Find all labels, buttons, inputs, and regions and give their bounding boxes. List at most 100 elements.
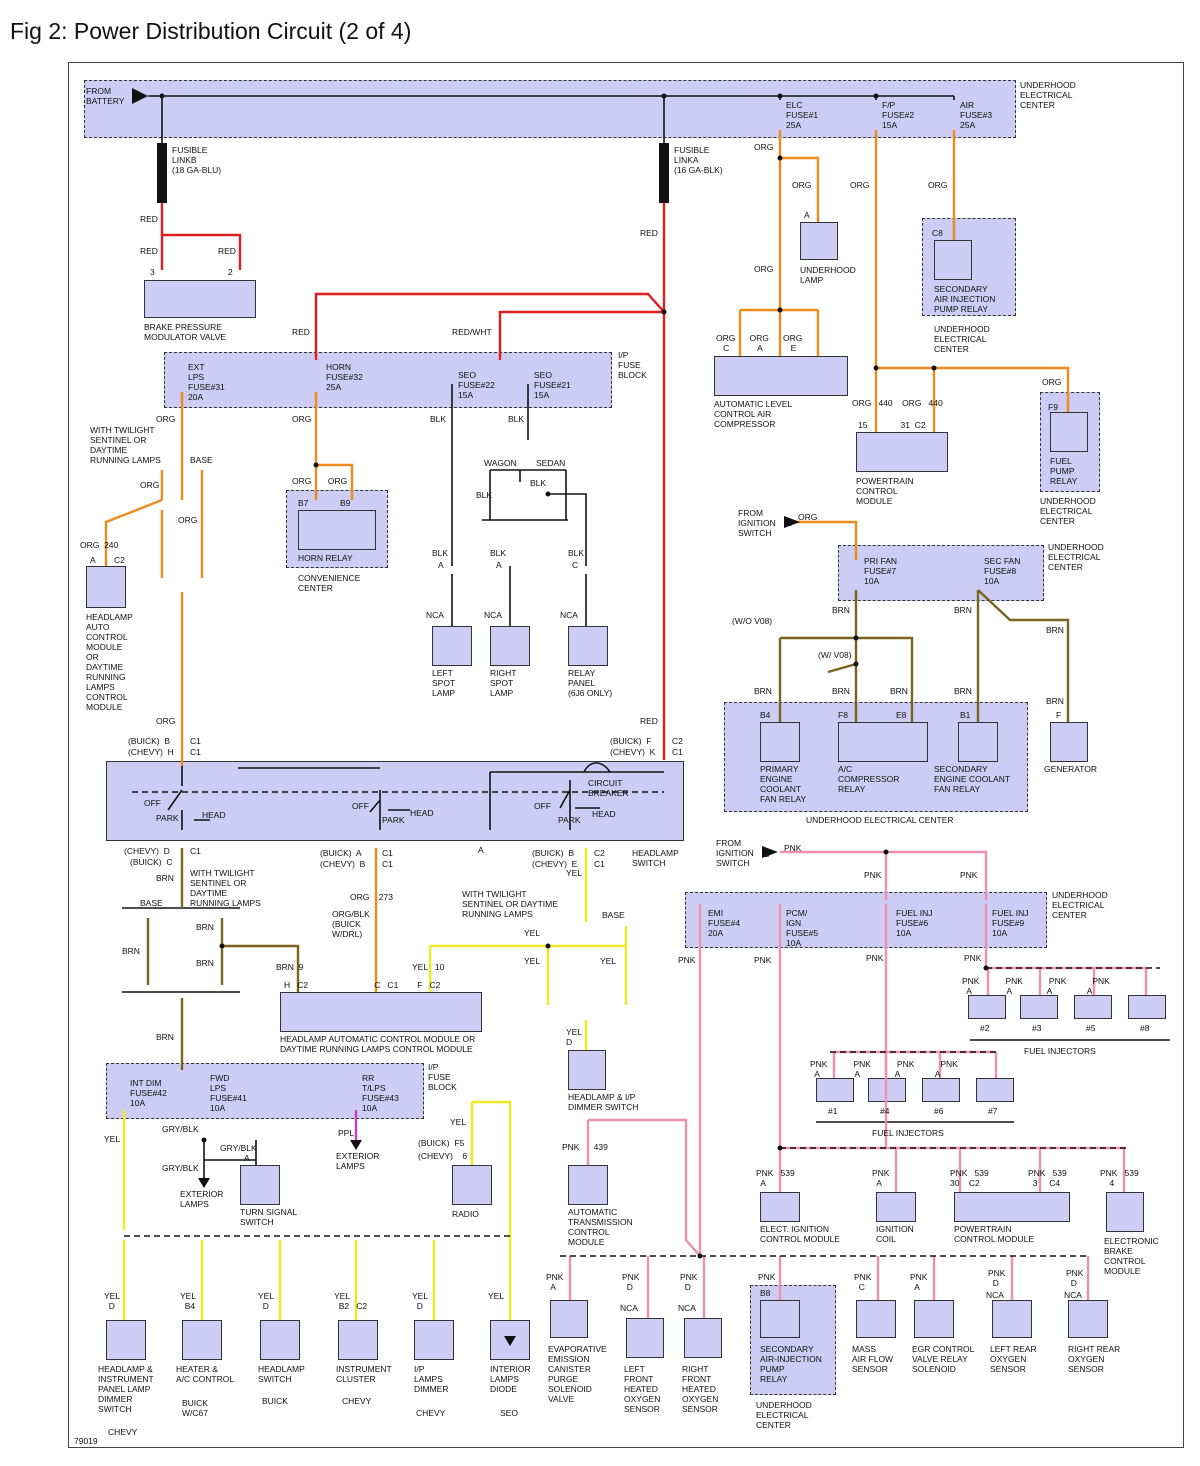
wire-color-label: BLK bbox=[430, 414, 447, 424]
injector-label: #8 bbox=[1140, 1023, 1150, 1033]
bottom-comp-label: CHEVY bbox=[416, 1408, 446, 1418]
connector-label: (BUICK) C bbox=[130, 857, 173, 867]
wire-color-label: ORG bbox=[928, 180, 948, 190]
bottom-comp-label: MASS AIR FLOW SENSOR bbox=[852, 1344, 894, 1374]
twilight-label: WITH TWILIGHT SENTINEL OR DAYTIME RUNNIN… bbox=[462, 889, 558, 919]
bottom-comp-label: BUICK bbox=[262, 1396, 288, 1406]
bottom-pin-label: PNK D bbox=[680, 1272, 698, 1292]
wire-color-label: ORG 273 bbox=[350, 892, 393, 902]
alc-label: AUTOMATIC LEVEL CONTROL AIR COMPRESSOR bbox=[714, 399, 793, 429]
injector-7 bbox=[976, 1078, 1014, 1102]
pcm2-pin-label: PNK 539 30 C2 bbox=[950, 1168, 989, 1188]
pin-label: C8 bbox=[932, 228, 943, 238]
rr-fuse-label: RR T/LPS FUSE#43 10A bbox=[362, 1073, 399, 1113]
headlamp-switch-label: HEADLAMP SWITCH bbox=[632, 848, 679, 868]
connector-symbols bbox=[132, 88, 989, 1346]
wire-color-label: PNK 439 bbox=[562, 1142, 608, 1152]
bottom-pin-label: PNK A bbox=[546, 1272, 564, 1292]
exterior-lamps-label: EXTERIOR LAMPS bbox=[180, 1189, 224, 1209]
wire-color-label: YEL bbox=[524, 928, 541, 938]
headlamp-control-module bbox=[280, 992, 482, 1032]
bottom-pnk-comp-1 bbox=[550, 1300, 588, 1338]
from-ignition-e-arrow-icon bbox=[784, 516, 800, 528]
wire-color-label: BRN bbox=[832, 686, 850, 696]
right-spot-lamp bbox=[490, 626, 530, 666]
injector-label: #5 bbox=[1086, 1023, 1096, 1033]
ecm-pin-label: PNK 539 A bbox=[756, 1168, 795, 1188]
wire-color-label: BLK bbox=[568, 548, 585, 558]
pcm-wire-label: ORG 440 ORG 440 bbox=[852, 398, 943, 408]
fusible-a-label: FUSIBLE LINKA (16 GA-BLK) bbox=[674, 145, 723, 175]
wire-color-label: BLK bbox=[508, 414, 525, 424]
bottom-pin-label: YEL D bbox=[258, 1291, 275, 1311]
wire-color-label: YEL 10 bbox=[412, 962, 445, 972]
alc-pins-label: ORG ORG ORG C A E bbox=[716, 333, 803, 353]
coil-label: IGNITION COIL bbox=[876, 1224, 914, 1244]
splice-dot bbox=[661, 93, 667, 99]
bottom-yel-comp-5 bbox=[414, 1320, 454, 1360]
pin-label: F9 bbox=[1048, 402, 1058, 412]
uec-f9-label: UNDERHOOD ELECTRICAL CENTER bbox=[1040, 496, 1096, 526]
seo22-fuse-label: SEO FUSE#22 15A bbox=[458, 370, 495, 400]
wire-color-label: BRN bbox=[196, 922, 214, 932]
ip-fuse-block-bottom bbox=[106, 1063, 424, 1119]
bottom-pin-label: PNK C bbox=[854, 1272, 872, 1292]
underhood-lamp bbox=[800, 222, 838, 260]
switch-head-label: HEAD bbox=[592, 809, 616, 819]
splice-dot bbox=[219, 943, 225, 949]
pin-label: A bbox=[90, 555, 96, 565]
wire-color-label: PNK bbox=[960, 870, 978, 880]
pin-label: A bbox=[478, 845, 484, 855]
intdim-fuse-label: INT DIM FUSE#42 10A bbox=[130, 1078, 167, 1108]
bottom-comp-label: LEFT REAR OXYGEN SENSOR bbox=[990, 1344, 1037, 1374]
powertrain-control-module bbox=[856, 432, 948, 472]
connector-label: (CHEVY) H bbox=[128, 747, 174, 757]
secondary-fan-label: SECONDARY ENGINE COOLANT FAN RELAY bbox=[934, 764, 1011, 794]
injector-pins-label: PNK PNK PNK PNK A A A A bbox=[810, 1059, 958, 1079]
turn-signal-label: TURN SIGNAL SWITCH bbox=[240, 1207, 298, 1227]
air-fuse-label: AIR FUSE#3 25A bbox=[960, 100, 993, 130]
bottom-pin-label: PNK A bbox=[910, 1272, 928, 1292]
atcm-label: AUTOMATIC TRANSMISSION CONTROL MODULE bbox=[568, 1207, 633, 1247]
bottom-pnk-comp-2 bbox=[626, 1318, 664, 1358]
switch-park-label: PARK bbox=[558, 815, 581, 825]
fuel-injectors-label: FUEL INJECTORS bbox=[872, 1128, 944, 1138]
diagram-frame bbox=[68, 62, 1184, 1448]
connector-label: C1 bbox=[382, 848, 393, 858]
pin-label: A bbox=[438, 560, 444, 570]
ppl-lamps-arrow-icon bbox=[350, 1140, 362, 1150]
bottom-comp-label: RIGHT FRONT HEATED OXYGEN SENSOR bbox=[682, 1364, 719, 1414]
wire-color-label: YEL bbox=[450, 1117, 467, 1127]
wire-color-label: RED bbox=[218, 246, 236, 256]
bottom-comp-label: EGR CONTROL VALVE RELAY SOLENOID bbox=[912, 1344, 975, 1374]
fp-fuse-label: F/P FUSE#2 15A bbox=[882, 100, 915, 130]
pin-label: A bbox=[496, 560, 502, 570]
nca-label: NCA bbox=[620, 1303, 638, 1313]
orgblk-label: ORG/BLK (BUICK W/DRL) bbox=[332, 909, 370, 939]
bottom-pin-label: YEL D bbox=[104, 1291, 121, 1311]
conv-center-label: CONVENIENCE CENTER bbox=[298, 573, 361, 593]
powertrain-control-module-2 bbox=[954, 1192, 1070, 1222]
splice-dot bbox=[159, 93, 165, 99]
ip-fuse-block-label: I/P FUSE BLOCK bbox=[618, 350, 647, 380]
yellow-wires bbox=[122, 848, 628, 1320]
electronic-brake-control-module bbox=[1106, 1192, 1144, 1232]
injector-label: #2 bbox=[980, 1023, 990, 1033]
wire-color-label: BRN bbox=[1046, 625, 1064, 635]
hcm-pins-label: H C2 C C1 F C2 bbox=[284, 980, 441, 990]
injector-label: #7 bbox=[988, 1106, 998, 1116]
wire-color-label: PNK bbox=[754, 955, 772, 965]
connector-label: C1 bbox=[382, 859, 393, 869]
injector-3 bbox=[1020, 995, 1058, 1019]
switch-head-label: HEAD bbox=[410, 808, 434, 818]
wire-color-label: ORG bbox=[754, 264, 774, 274]
pin-label: B8 bbox=[760, 1288, 771, 1298]
wire-color-label: GRY/BLK bbox=[162, 1124, 199, 1134]
pin-label: E bbox=[786, 518, 792, 528]
bottom-yel-comp-1 bbox=[106, 1320, 146, 1360]
bottom-pin-label: YEL B4 bbox=[180, 1291, 197, 1311]
connector-label: C1 bbox=[190, 747, 201, 757]
wire-color-label: YEL bbox=[104, 1134, 121, 1144]
bottom-pnk-comp-6 bbox=[914, 1300, 954, 1338]
